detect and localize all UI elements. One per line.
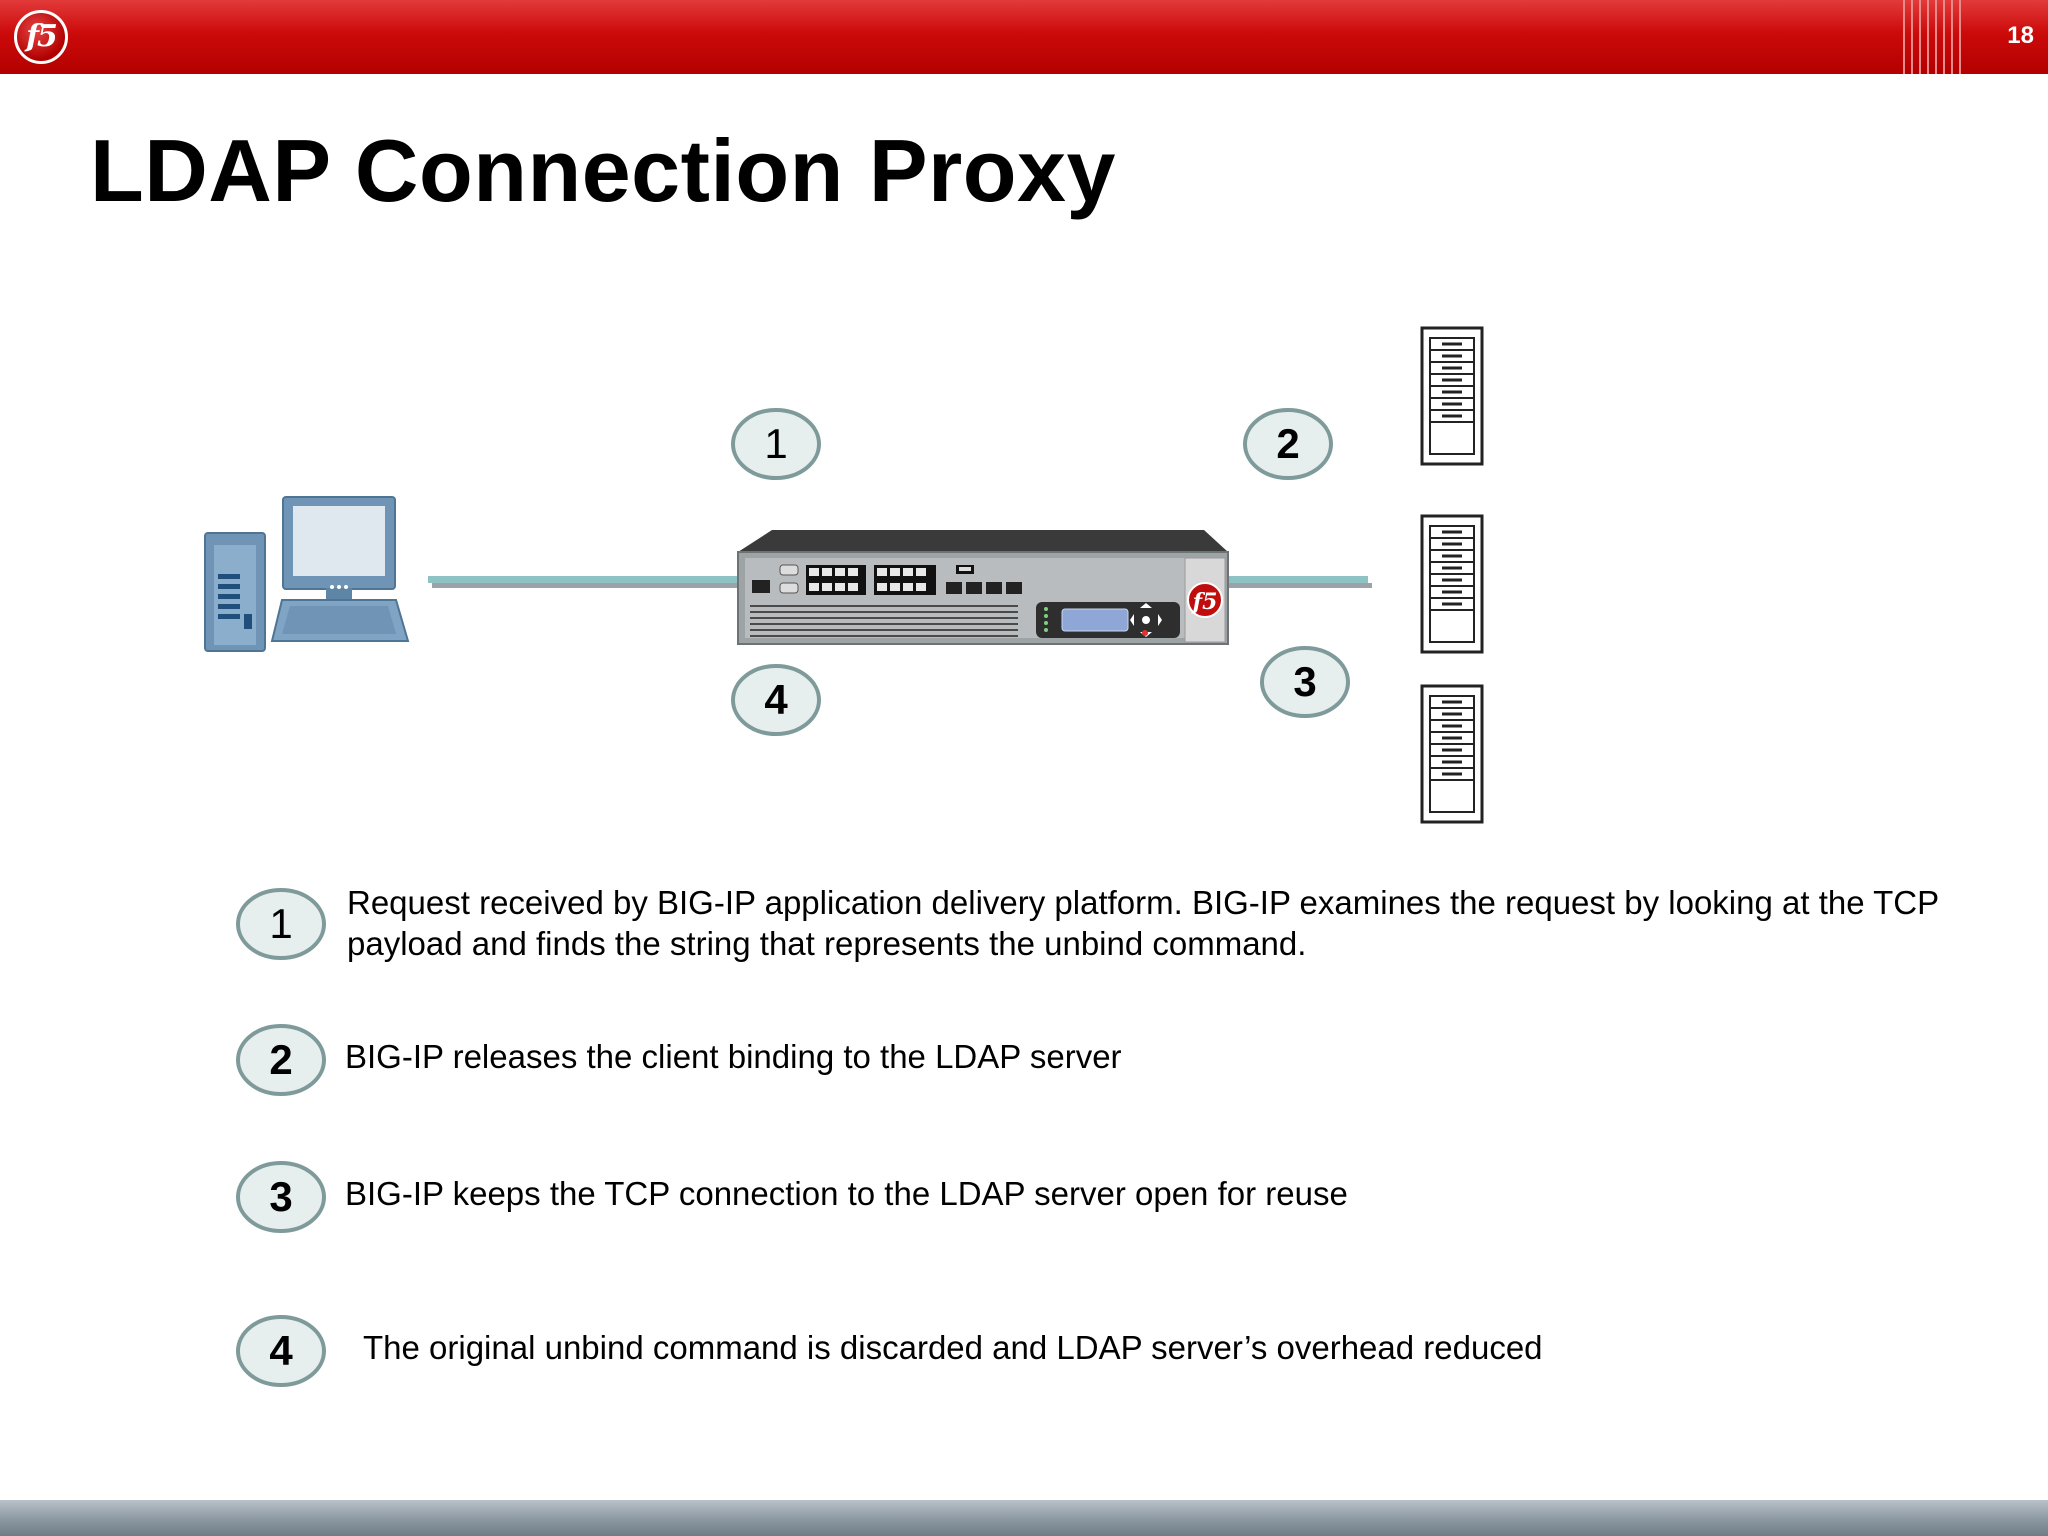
step-2-marker: 2	[236, 1024, 326, 1096]
step-1-text-line2: payload and finds the string that repres…	[347, 925, 1307, 962]
diagram-marker-1: 1	[731, 408, 821, 480]
header-bar: f5 18	[0, 0, 2048, 74]
diagram-marker-4: 4	[731, 664, 821, 736]
step-4-number: 4	[269, 1327, 293, 1374]
step-3-marker: 3	[236, 1161, 326, 1233]
diagram-marker-4-label: 4	[764, 676, 788, 723]
big-ip-appliance-icon: f5	[737, 530, 1229, 645]
ldap-server-2-icon	[1420, 514, 1484, 654]
slide-number: 18	[2007, 22, 2034, 49]
step-4-text: The original unbind command is discarded…	[363, 1329, 1543, 1366]
network-diagram: f5	[204, 326, 1484, 824]
ldap-server-3-icon	[1420, 684, 1484, 824]
step-1-marker: 1	[236, 888, 326, 960]
header-stripes-decoration	[1903, 0, 1961, 74]
step-1-row: 1 Request received by BIG-IP application…	[0, 880, 2048, 980]
step-2-row: 2 BIG-IP releases the client binding to …	[0, 1018, 2048, 1098]
step-4-marker: 4	[236, 1315, 326, 1387]
footer-bar	[0, 1500, 2048, 1536]
step-1-text: Request received by BIG-IP application d…	[347, 882, 2037, 964]
diagram-marker-2-label: 2	[1276, 420, 1299, 467]
slide-title: LDAP Connection Proxy	[90, 121, 1116, 220]
diagram-marker-3-label: 3	[1293, 658, 1316, 705]
diagram-marker-2: 2	[1243, 408, 1333, 480]
client-computer-icon	[204, 496, 410, 652]
ldap-server-1-icon	[1420, 326, 1484, 466]
step-2-text: BIG-IP releases the client binding to th…	[345, 1038, 1122, 1075]
f5-logo: f5	[14, 10, 68, 64]
server-link	[1228, 576, 1372, 588]
appliance-f5-logo: f5	[1191, 589, 1218, 615]
step-1-text-line1: Request received by BIG-IP application d…	[347, 884, 1940, 921]
diagram-marker-1-label: 1	[764, 420, 787, 467]
diagram-marker-3: 3	[1260, 646, 1350, 718]
step-1-number: 1	[269, 900, 292, 947]
step-3-number: 3	[269, 1173, 292, 1220]
client-link	[428, 576, 738, 588]
step-3-row: 3 BIG-IP keeps the TCP connection to the…	[0, 1155, 2048, 1235]
step-3-text: BIG-IP keeps the TCP connection to the L…	[345, 1175, 1348, 1212]
step-4-row: 4 The original unbind command is discard…	[0, 1309, 2048, 1389]
step-2-number: 2	[269, 1036, 292, 1083]
